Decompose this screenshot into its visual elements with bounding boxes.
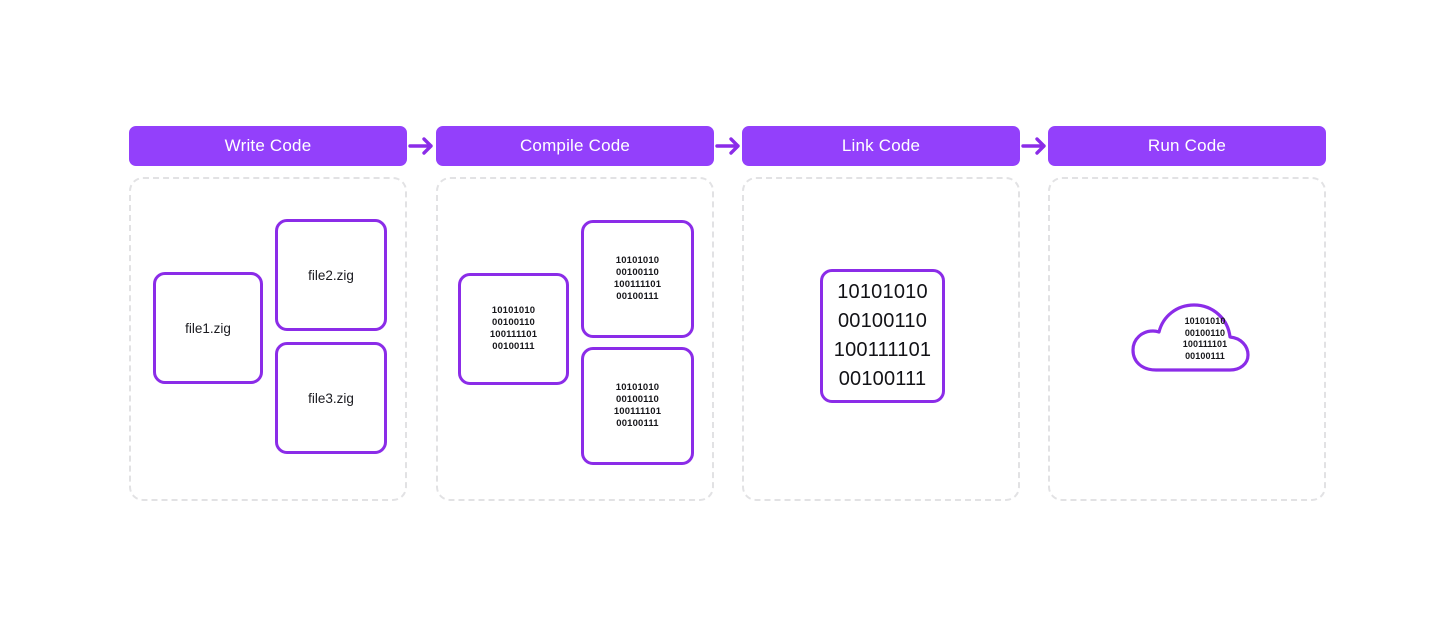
node-cloud-runtime-binary: 10101010 00100110 100111101 00100111 — [1182, 316, 1228, 362]
node-file1: file1.zig — [153, 272, 263, 384]
node-file2: file2.zig — [275, 219, 387, 331]
stage-compile-code: Compile Code 10101010 00100110 100111101… — [436, 126, 714, 501]
arrow-right-icon-write-to-compile — [408, 133, 438, 159]
stage-header-write-code: Write Code — [129, 126, 407, 166]
node-executable-binary: 10101010 00100110 100111101 00100111 — [833, 281, 932, 390]
cloud-icon — [1131, 303, 1250, 372]
node-executable: 10101010 00100110 100111101 00100111 — [820, 269, 945, 403]
node-object3: 10101010 00100110 100111101 00100111 — [581, 347, 694, 465]
arrow-right-icon-link-to-run — [1021, 133, 1051, 159]
stage-panel-compile-code: 10101010 00100110 100111101 00100111 101… — [436, 177, 714, 501]
node-file2-label: file2.zig — [308, 267, 354, 283]
node-object3-binary: 10101010 00100110 100111101 00100111 — [613, 381, 662, 430]
arrow-right-icon-compile-to-link — [715, 133, 745, 159]
stage-panel-write-code: file1.zig file2.zig file3.zig — [129, 177, 407, 501]
stage-panel-run-code: 10101010 00100110 100111101 00100111 — [1048, 177, 1326, 501]
node-object1: 10101010 00100110 100111101 00100111 — [458, 273, 569, 385]
stage-run-code: Run Code 10101010 00100110 100111101 001… — [1048, 126, 1326, 501]
node-object2: 10101010 00100110 100111101 00100111 — [581, 220, 694, 338]
node-file3: file3.zig — [275, 342, 387, 454]
stage-write-code: Write Code file1.zig file2.zig file3.zig — [129, 126, 407, 501]
stage-header-link-code: Link Code — [742, 126, 1020, 166]
node-file3-label: file3.zig — [308, 390, 354, 406]
stage-panel-link-code: 10101010 00100110 100111101 00100111 — [742, 177, 1020, 501]
node-cloud-runtime: 10101010 00100110 100111101 00100111 — [1128, 294, 1252, 378]
node-object2-binary: 10101010 00100110 100111101 00100111 — [613, 254, 662, 303]
node-object1-binary: 10101010 00100110 100111101 00100111 — [489, 304, 538, 353]
stage-header-run-code: Run Code — [1048, 126, 1326, 166]
node-file1-label: file1.zig — [185, 320, 231, 336]
stage-header-compile-code: Compile Code — [436, 126, 714, 166]
stage-link-code: Link Code 10101010 00100110 100111101 00… — [742, 126, 1020, 501]
